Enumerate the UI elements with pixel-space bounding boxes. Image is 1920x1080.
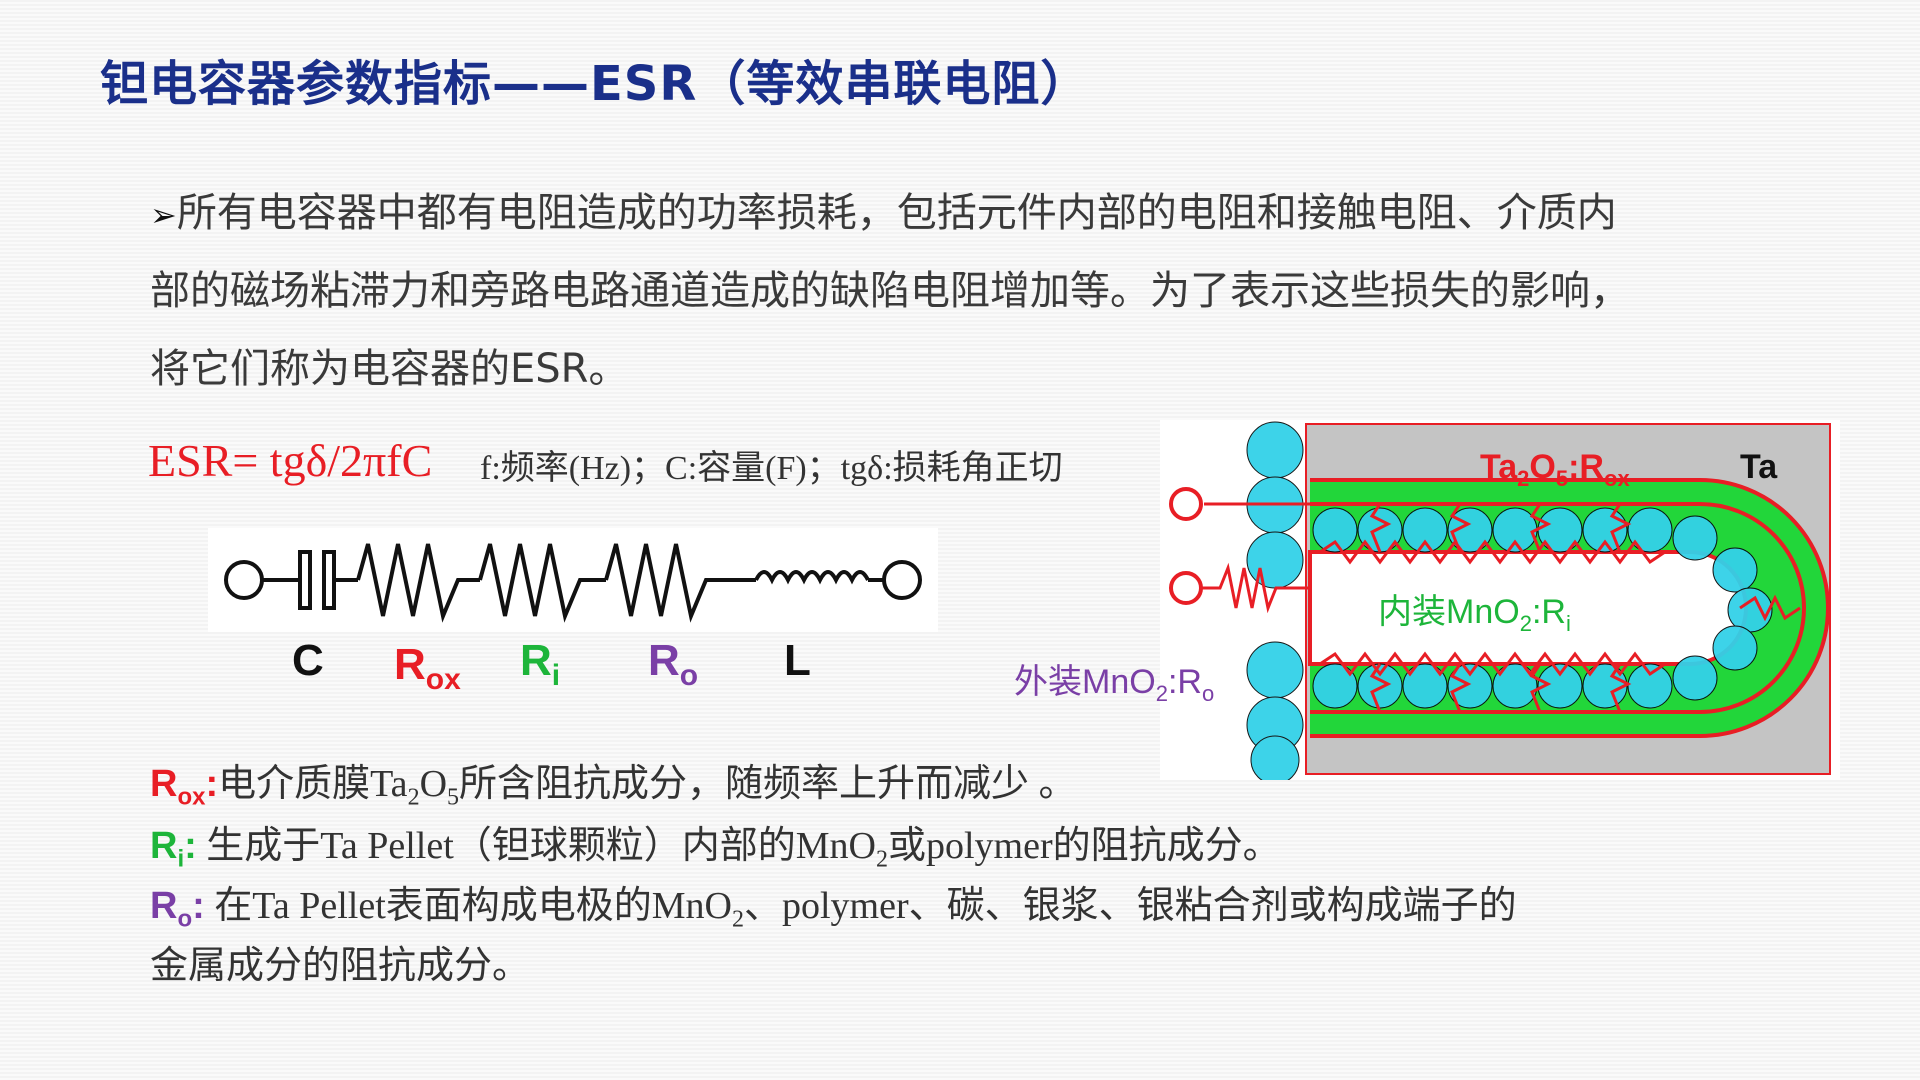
note-ro: Ro: 在Ta Pellet表面构成电极的MnO2、polymer、碳、银浆、银…	[150, 885, 1517, 933]
label-c: C	[292, 636, 324, 685]
note-rox: Rox:电介质膜Ta2O5所含阻抗成分，随频率上升而减少 。	[150, 763, 1077, 811]
note-ro-key: Ro:	[150, 885, 205, 933]
slide-title: 钽电容器参数指标——ESR（等效串联电阻）	[100, 56, 1090, 112]
left-terminal	[224, 560, 264, 600]
resistor-rox	[356, 543, 480, 623]
inductor-coil	[754, 570, 870, 585]
tantalum-structure-diagram	[1160, 420, 1840, 780]
ta-terminal	[1169, 487, 1203, 521]
capacitor-plate-left	[298, 550, 312, 610]
bullet-arrow-icon: ➢	[150, 196, 177, 234]
resistor-ri	[478, 543, 606, 623]
equivalent-circuit-diagram	[208, 528, 938, 632]
label-ri: Ri	[520, 636, 561, 692]
middle-electrode-line	[1310, 502, 1806, 714]
label-inner-mno2: 内装MnO2:Ri	[1378, 593, 1571, 636]
label-ta: Ta	[1740, 448, 1778, 486]
circuit-background	[208, 528, 938, 632]
resistor-ro	[604, 543, 756, 623]
note-rox-key: Rox:	[150, 763, 219, 811]
right-terminal	[882, 560, 922, 600]
label-outer-mno2: 外装MnO2:Ro	[1014, 663, 1215, 706]
label-ro: Ro	[648, 636, 699, 692]
external-resistor	[1200, 562, 1310, 614]
paragraph-line-2: 部的磁场粘滞力和旁路电路通道造成的缺陷电阻增加等。为了表示这些损失的影响，	[150, 268, 1630, 314]
note-ri-key: Ri:	[150, 825, 197, 873]
paragraph-line-3: 将它们称为电容器的ESR。	[150, 346, 629, 392]
note-ri: Ri: 生成于Ta Pellet（钽球颗粒）内部的MnO2或polymer的阻抗…	[150, 825, 1281, 873]
label-rox: Rox	[394, 640, 461, 696]
esr-formula: ESR= tgδ/2πfC	[148, 435, 433, 486]
formula-legend: f:频率(Hz)；C:容量(F)；tgδ:损耗角正切	[480, 450, 1063, 487]
label-l: L	[784, 636, 811, 685]
paragraph-line-1: ➢所有电容器中都有电阻造成的功率损耗，包括元件内部的电阻和接触电阻、介质内	[150, 180, 1617, 238]
distributed-resistor-network	[1319, 503, 1801, 713]
cathode-terminal	[1169, 571, 1203, 605]
note-ro-line2: 金属成分的阻抗成分。	[150, 945, 531, 987]
label-ta2o5-rox: Ta2O5:Rox	[1480, 448, 1630, 491]
outer-electrode-line	[1310, 478, 1830, 738]
paragraph-text-1: 所有电容器中都有电阻造成的功率损耗，包括元件内部的电阻和接触电阻、介质内	[176, 190, 1617, 236]
